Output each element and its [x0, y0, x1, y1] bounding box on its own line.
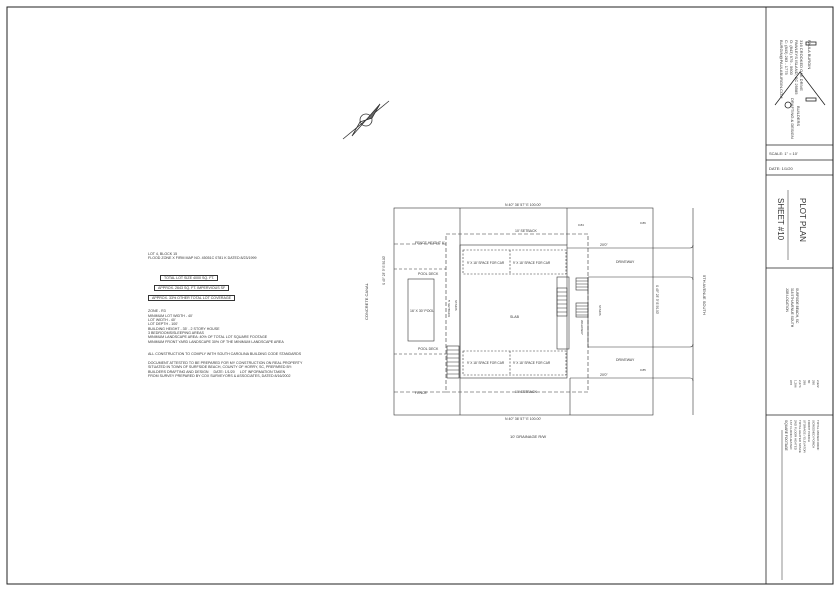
sqft-row-label: TOTAL UNDER ROOF: [816, 420, 820, 450]
job-address-2: SURFSIDE BEACH, SC: [795, 288, 799, 324]
stairs-label: STAIRS: [454, 300, 458, 311]
address-line-2: PAWLEYS ISLAND, SC 29585: [794, 40, 799, 95]
sqft-heading: SQUARE FOOTAGE: [784, 420, 788, 452]
bearing-bottom: N 40° 36' 57" E 100.00': [505, 417, 541, 421]
sheet-title: PLOT PLAN: [798, 198, 807, 242]
bearing-left: S 49° 23' 3" E 50.00': [382, 255, 386, 285]
zoning-line: ZONE - R3: [148, 309, 166, 314]
rear-stairs: [446, 345, 460, 379]
driveway-label: DRIVEWAY: [616, 260, 635, 264]
walkway-label: WALKWAY: [580, 320, 584, 335]
fence-height-label: FENCE HEIGHT 6': [415, 241, 445, 245]
sqft-row-label: SCREENED PORCH: [812, 420, 816, 448]
sqft-row-label: 1ST FLOOR HEATED: [789, 420, 793, 450]
parking-label: 9' X 18' SPACE FOR CAR: [513, 361, 551, 365]
fence-label: FENCE: [415, 391, 428, 395]
company-name-2: DRAFTING & DESIGN: [790, 98, 795, 139]
phone-cell: C: (843) 283 - 1775: [784, 40, 789, 75]
zoning-line: LOT WIDTH - 40': [148, 318, 176, 323]
job-address-1: 318 5TH AVENUE SOUTH: [790, 288, 794, 328]
sqft-row-label: 2ND FLOOR HEATED: [794, 420, 798, 451]
setback-rear-label: 10' SETBACK: [515, 390, 538, 394]
sheet-border: [6, 6, 834, 585]
company-name-1: BUILDERS: [796, 106, 801, 126]
driveway-label: DRIVEWAY: [616, 358, 635, 362]
sqft-row-label: FRONT PORCH: [807, 420, 811, 442]
elevation-label: 0.85: [640, 368, 646, 372]
sqft-row-value: 1,296: [794, 380, 798, 388]
sqft-row-value: 2,274: [798, 380, 802, 388]
impervious-area: APPROX. 2643 SQ. FT. IMPERVIOUS SF: [154, 284, 230, 292]
sqft-row-label: STORAGE / ELEVATOR: [803, 420, 807, 453]
plot-plan: [393, 207, 694, 416]
zoning-line: MINIMUM FRONT YARD LANDSCAPE 30% OF THE …: [148, 339, 284, 344]
drainage-label: 10' DRAINAGE R/W: [510, 434, 546, 439]
attestation-line: BUILDERS DRAFTING AND DESIGN DATE: 1/1/2…: [148, 369, 286, 374]
parking-label: 9' X 18' SPACE FOR CAR: [467, 361, 505, 365]
zoning-line: BUILDING HEIGHT - 35' - 2 STORY HOUSE: [148, 326, 220, 331]
sqft-row-label: TOTAL HEATED SPACE: [798, 420, 802, 453]
lot-size: TOTAL LOT SIZE 4000 SQ. FT.: [160, 274, 219, 281]
elevation-label: 0.84: [578, 223, 584, 227]
pool-label: 16' X 30' POOL: [410, 309, 434, 313]
house-logo-icon: [774, 71, 826, 106]
phone-office: O: (843) 979 - 5600: [789, 40, 794, 76]
lot-block: LOT 4, BLOCK 15: [148, 252, 178, 256]
stairs-label: STAIRS: [598, 305, 602, 316]
bearing-top: N 40° 36' 57" E 100.00': [505, 203, 541, 207]
zoning-line: LOT DEPTH - 100': [148, 322, 178, 327]
slab-label: SLAB: [510, 315, 520, 319]
attestation-line: SITUATED IN TOWN OF SURFSIDE BEACH, COUN…: [148, 365, 293, 370]
attestation-line: DOCUMENT ATTESTED TO BE PREPARED FOR MY …: [148, 361, 303, 366]
elevation-label: 0.86: [640, 221, 646, 225]
parking-label: 9' X 18' SPACE FOR CAR: [467, 261, 505, 265]
title-block: [765, 7, 833, 584]
street-label: 5TH AVENUE SOUTH: [702, 275, 707, 315]
parking-label: 9' X 18' SPACE FOR CAR: [513, 261, 551, 265]
sqft-row-value: 80: [807, 380, 811, 384]
setback-front-label: 10' SETBACK: [515, 229, 538, 233]
parking-top: [462, 249, 567, 275]
parking-bottom: [462, 350, 567, 376]
designer-name: PAULA BURGIN: [807, 40, 812, 69]
dimension-label: 20'0": [600, 243, 609, 247]
compliance-note: ALL CONSTRUCTION TO COMPLY WITH SOUTH CA…: [148, 351, 302, 356]
sqft-row-value: 288: [803, 380, 807, 385]
zoning-line: 3 BEDROOMS/SLEEPING AREAS: [148, 330, 204, 335]
zoning-line: MINIMUM LANDSCAPE AREA: 40% OF TOTAL LOT…: [148, 335, 268, 340]
sqft-row-value: 2,922: [816, 380, 820, 388]
lot-coverage: APPROX. 33% OTHER TOTAL LOT COVERAGE: [148, 295, 236, 302]
pool-deck-label: POOL DECK: [418, 272, 439, 276]
side-setback-label: 5' SETBACK: [447, 300, 451, 317]
sqft-row-value: 978: [789, 380, 793, 385]
bearing-right: S 49° 23' 3" E 50.00': [655, 285, 659, 315]
dimension-label: 20'0": [600, 373, 609, 377]
attestation-line: FROM SURVEY PREPARED BY COX SURVEYORS & …: [148, 374, 291, 379]
canal-label: CONCRETE CANAL: [364, 282, 369, 320]
pool-deck-label: POOL DECK: [418, 347, 439, 351]
sheet-number: SHEET #10: [776, 198, 785, 241]
address-line-1: 316 CROOKED OAK DRIVE: [799, 40, 804, 91]
job-location-heading: JOB LOCATION: [785, 288, 789, 313]
flood-zone: FLOOD ZONE X FIRM MAP NO. 45051C 0781 K …: [148, 256, 257, 261]
north-arrow-icon: [342, 100, 390, 140]
front-stairs: [556, 277, 589, 318]
pool: [407, 278, 435, 342]
date: DATE: 1/1/20: [769, 166, 793, 171]
scale: SCALE: 1" = 10': [769, 151, 798, 156]
email: BURGIN@PAULABURGIN.COM: [779, 40, 784, 98]
zoning-line: MINIMUM LOT WIDTH - 40': [148, 313, 193, 318]
sqft-row-value: 280: [812, 380, 816, 385]
property-line: [393, 207, 654, 416]
